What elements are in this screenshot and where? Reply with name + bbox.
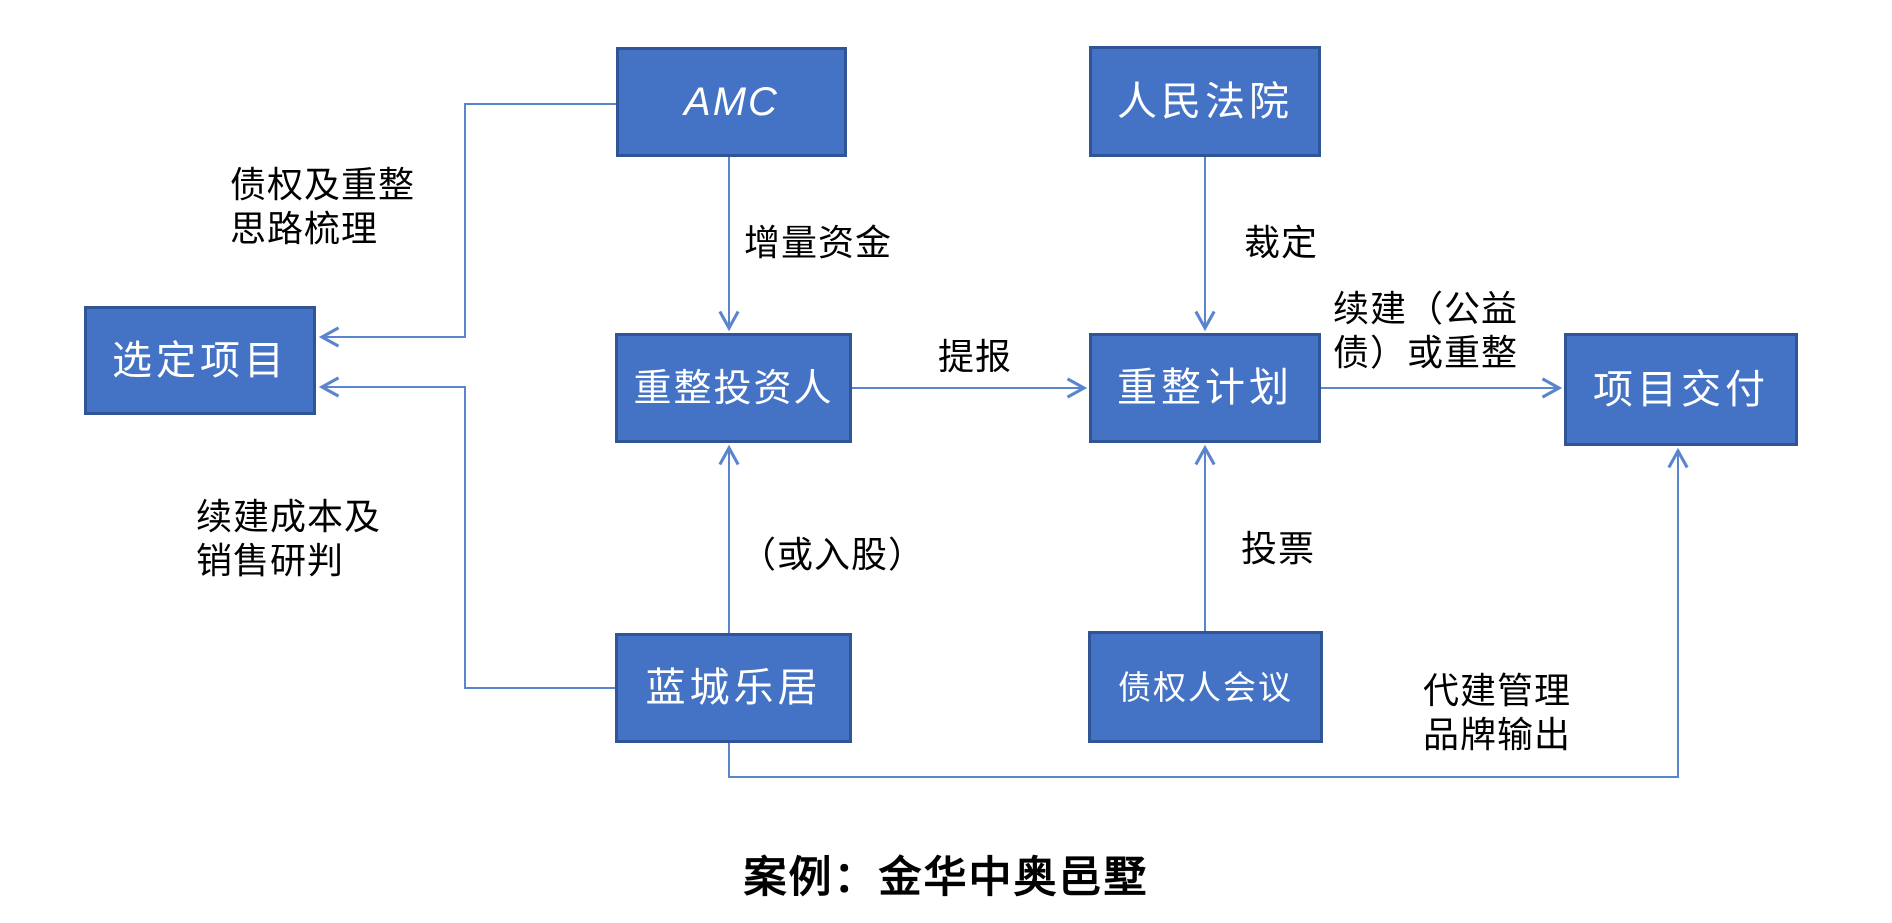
edge-label-ruling: 裁定 xyxy=(1244,223,1319,264)
node-amc: AMC xyxy=(616,47,847,157)
node-project-delivery: 项目交付 xyxy=(1564,333,1798,446)
edge-label-submission: 提报 xyxy=(938,337,1013,378)
edge-label-continue-or-restructure: 续建（公益 债）或重整 xyxy=(1333,289,1519,374)
node-restructuring-investor: 重整投资人 xyxy=(615,333,852,443)
node-creditors-meeting: 债权人会议 xyxy=(1088,631,1323,743)
edge-label-cost-and-sales-analysis: 续建成本及 销售研判 xyxy=(196,497,382,582)
node-restructuring-plan: 重整计划 xyxy=(1089,333,1321,443)
edge-label-agency-brand-output: 代建管理 品牌输出 xyxy=(1423,671,1572,756)
node-selected-project: 选定项目 xyxy=(84,306,316,415)
node-bluetown-leju: 蓝城乐居 xyxy=(615,633,852,743)
edge-label-or-equity: （或入股） xyxy=(740,535,926,576)
diagram-caption: 案例：金华中奥邑墅 xyxy=(743,853,1149,903)
edge-label-incremental-funds: 增量资金 xyxy=(744,223,893,264)
node-peoples-court: 人民法院 xyxy=(1089,46,1321,157)
edge-label-voting: 投票 xyxy=(1241,529,1316,570)
edge-label-claims-sorting: 债权及重整 思路梳理 xyxy=(230,165,416,250)
